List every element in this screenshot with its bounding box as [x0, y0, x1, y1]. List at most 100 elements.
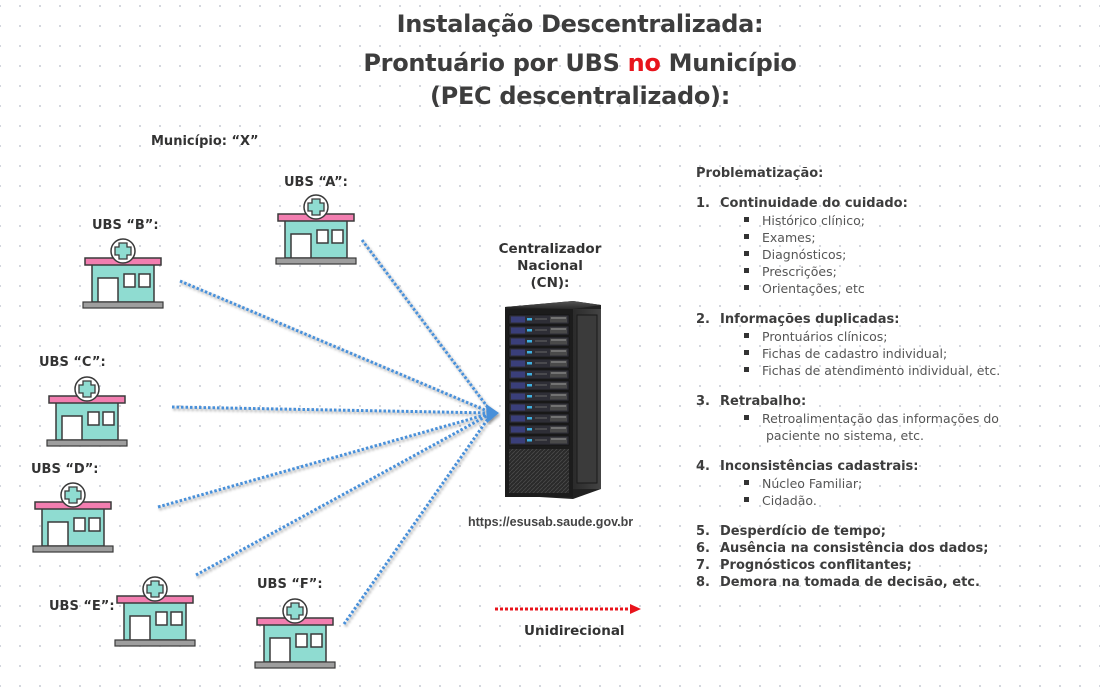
problem-title-text: Demora na tomada de decisão, etc. [720, 575, 980, 590]
problem-item: 6.Ausência na consistência dos dados; [696, 540, 1096, 557]
problem-subitem: Diagnósticos; [696, 246, 1096, 263]
rack-unit [508, 325, 570, 336]
convergence-arrowhead [486, 404, 499, 423]
problem-subitem: Orientações, etc [696, 280, 1096, 297]
title-line-1: Instalação Descentralizada: [396, 10, 764, 38]
problem-number: 4. [696, 459, 710, 474]
title-line-3: (PEC descentralizado): [429, 82, 730, 110]
rack-unit [508, 391, 570, 402]
problem-title-text: Retrabalho: [720, 394, 807, 409]
problem-number: 5. [696, 524, 710, 539]
problem-subitem-text: Retroalimentação das informações do [762, 411, 999, 426]
problem-subitem: Núcleo Familiar; [696, 475, 1096, 492]
connection-line-ubs-c [171, 405, 493, 415]
rack-unit [508, 402, 570, 413]
ubs-a-building-icon [275, 194, 357, 271]
bullet-icon [744, 234, 749, 239]
bullet-icon [744, 497, 749, 502]
problem-subitem: Histórico clínico; [696, 212, 1096, 229]
bullet-icon [744, 415, 749, 420]
problem-title-text: Informações duplicadas: [720, 312, 900, 327]
problem-subitem-text: Exames; [762, 230, 816, 245]
bullet-icon [744, 350, 749, 355]
problem-item: 5. Desperdício de tempo; [696, 523, 1096, 540]
title-highlight: no [627, 49, 661, 77]
problem-subitem: Cidadão. [696, 492, 1096, 509]
connection-line-ubs-d [157, 411, 493, 509]
problem-title-text: Desperdício de tempo; [720, 524, 886, 539]
connection-line-ubs-a [360, 239, 494, 414]
problem-number: 1. [696, 196, 710, 211]
rack-unit [508, 314, 570, 325]
title-line-2: Prontuário por UBS no Município [0, 49, 1100, 77]
rack-unit [508, 380, 570, 391]
problem-title-text: Ausência na consistência dos dados; [720, 541, 989, 556]
problem-subitem-text: Prescrições; [762, 264, 837, 279]
ubs-d-label: UBS “D”: [31, 462, 99, 477]
centralizer-label-line-1: Centralizador [498, 241, 602, 257]
problem-subitem: Prescrições; [696, 263, 1096, 280]
problem-title: 8. Demora na tomada de decisão, etc. [696, 574, 1096, 591]
problem-number: 8. [696, 575, 710, 590]
problem-subitem-text: Fichas de atendimento individual, etc. [762, 363, 1001, 378]
problem-subitem-text: Diagnósticos; [762, 247, 847, 262]
ubs-e-label: UBS “E”: [49, 599, 115, 614]
rack-unit [508, 413, 570, 424]
centralizer-label: Centralizador Nacional (CN): [490, 241, 610, 292]
rack-unit [508, 369, 570, 380]
problem-item: 7.Prognósticos conflitantes; [696, 557, 1096, 574]
problem-subitem-text: Núcleo Familiar; [762, 476, 863, 491]
problem-item: 4.Inconsistências cadastrais:Núcleo Fami… [696, 458, 1096, 509]
rack-unit [508, 358, 570, 369]
connection-line-ubs-b [179, 279, 493, 415]
problem-subitem-text: Orientações, etc [762, 281, 865, 296]
problem-item: 1. Continuidade do cuidado:Histórico clín… [696, 195, 1096, 297]
rack-unit [508, 435, 570, 446]
problem-subitem-text: paciente no sistema, etc. [766, 428, 924, 443]
centralizer-url[interactable]: https://esusab.saude.gov.br [468, 515, 634, 529]
problem-title: 1. Continuidade do cuidado: [696, 195, 1096, 212]
ubs-e-building-icon [114, 576, 196, 653]
bullet-icon [744, 333, 749, 338]
problem-subitem: Exames; [696, 229, 1096, 246]
ubs-a-label: UBS “A”: [284, 175, 348, 190]
problem-subitem: Fichas de atendimento individual, etc. [696, 362, 1096, 379]
bullet-icon [744, 217, 749, 222]
problem-item: 3. Retrabalho: Retroalimentação das inform… [696, 393, 1096, 444]
problem-title-text: Continuidade do cuidado: [720, 196, 908, 211]
connection-line-ubs-f [342, 412, 494, 625]
ubs-d-building-icon [32, 482, 114, 559]
problem-title: 2.Informações duplicadas: [696, 311, 1096, 328]
problem-title: 4.Inconsistências cadastrais: [696, 458, 1096, 475]
legend-unidirectional-arrow [495, 604, 641, 614]
problem-number: 3. [696, 394, 710, 409]
rack-unit [508, 347, 570, 358]
problem-subitem: Retroalimentação das informações do [696, 410, 1096, 427]
problem-subitem-text: Cidadão. [762, 493, 817, 508]
title-line-2-start: Prontuário por UBS [363, 49, 628, 77]
problem-title: 6.Ausência na consistência dos dados; [696, 540, 1096, 557]
title-line-2-end: Município [660, 49, 797, 77]
problem-item: 2.Informações duplicadas:Prontuários clí… [696, 311, 1096, 379]
ubs-b-label: UBS “B”: [92, 218, 159, 233]
server-rack-icon [505, 301, 601, 499]
problem-subitem-text: Fichas de cadastro individual; [762, 346, 948, 361]
ubs-c-label: UBS “C”: [39, 355, 106, 370]
problem-item: 8. Demora na tomada de decisão, etc. [696, 574, 1096, 591]
rack-unit [508, 424, 570, 435]
problem-title: 3. Retrabalho: [696, 393, 1096, 410]
problems-panel: Problematização: 1. Continuidade do cuida… [696, 166, 1096, 591]
legend-label: Unidirecional [524, 623, 625, 639]
problem-title: 7.Prognósticos conflitantes; [696, 557, 1096, 574]
bullet-icon [744, 480, 749, 485]
problem-subitem: Prontuários clínicos; [696, 328, 1096, 345]
rack-unit [508, 336, 570, 347]
ubs-f-building-icon [254, 598, 336, 675]
bullet-icon [744, 367, 749, 372]
bullet-icon [744, 268, 749, 273]
ubs-f-label: UBS “F”: [257, 577, 323, 592]
problem-subitem: Fichas de cadastro individual; [696, 345, 1096, 362]
centralizer-label-line-2: Nacional [517, 258, 583, 274]
problems-heading: Problematização: [696, 166, 824, 181]
